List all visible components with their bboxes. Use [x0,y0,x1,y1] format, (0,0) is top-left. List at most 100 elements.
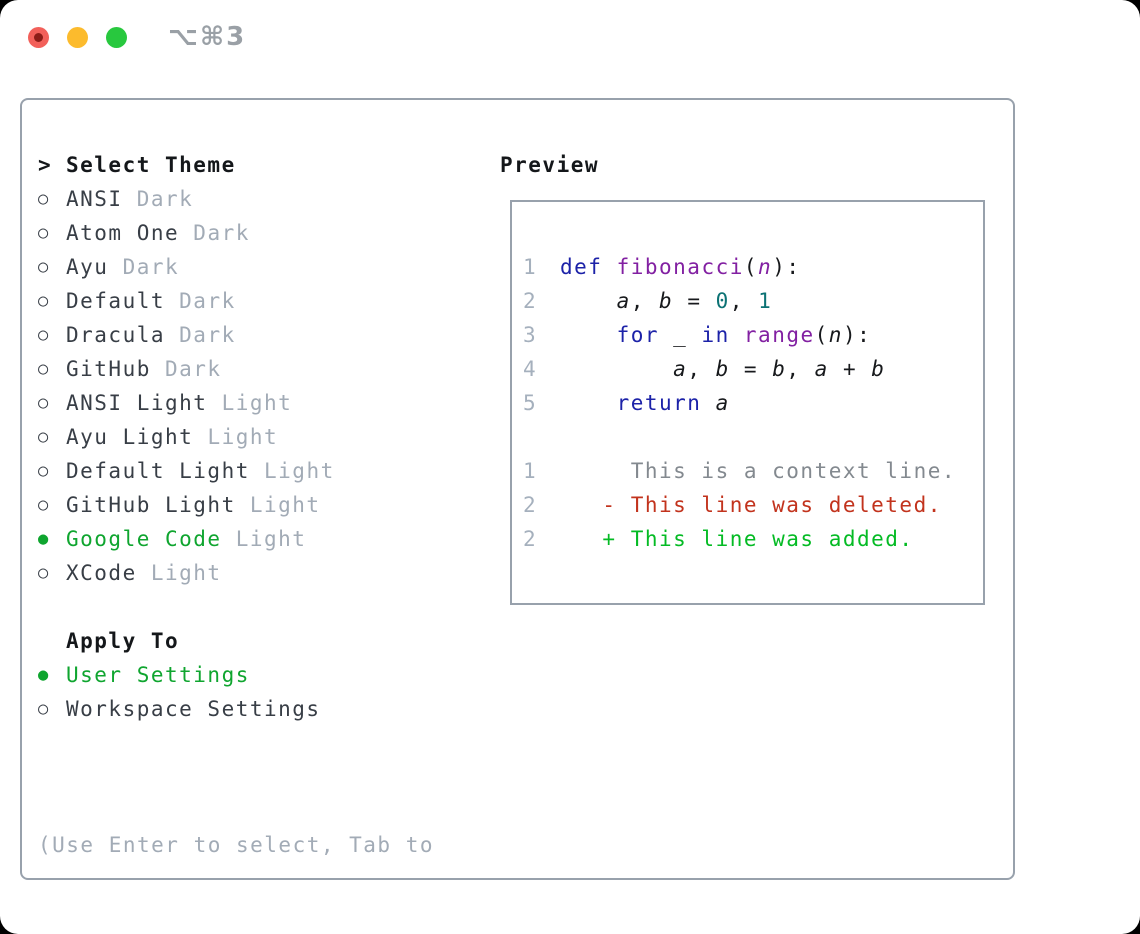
apply-to-header: Apply To [38,624,434,658]
code-token: , [786,357,815,381]
apply-option-workspace-settings[interactable]: ○Workspace Settings [38,692,434,726]
traffic-lights [28,27,127,48]
line-number: 2 [523,527,538,551]
theme-variant-label: Dark [122,187,194,211]
theme-picker-panel: > Select Theme ○ANSI Dark○Atom One Dark○… [20,98,1015,880]
code-line: 2 + This line was added. [523,522,983,556]
code-line: 5 return a [523,386,983,420]
option-label: GitHub Light [66,493,236,517]
option-label: User Settings [66,663,250,687]
radio-unselected-icon: ○ [38,257,50,277]
theme-option-github-light[interactable]: ○ GitHub Light Light [38,488,434,522]
theme-option-github[interactable]: ○GitHub Dark [38,352,434,386]
code-token: a [715,391,730,415]
code-token [560,352,673,386]
radio-unselected-icon: ○ [38,359,50,379]
hint-text: (Use Enter to select, Tab to change focu… [38,760,434,934]
option-label: Default [66,289,166,313]
theme-variant-label: Light [193,425,279,449]
radio-unselected-icon: ○ [38,427,50,447]
line-number: 5 [523,391,538,415]
line-number: 4 [523,357,538,381]
code-token: , [630,289,660,313]
theme-variant-label: Light [136,561,222,585]
code-token: , [687,357,716,381]
radio-selected-icon: ● [38,665,50,685]
option-label: Ayu [66,255,109,279]
spacer [38,726,434,760]
prompt-caret-icon: > [38,153,53,177]
code-token: 1 [758,289,773,313]
code-token: , [729,289,759,313]
option-label: XCode [66,561,137,585]
code-token [560,318,617,352]
code-token: fibonacci [616,255,744,279]
code-token: ): [772,255,801,279]
radio-unselected-icon: ○ [38,563,50,583]
option-label: ANSI [66,187,123,211]
code-line: 3 for _ in range(n): [523,318,983,352]
apply-to-title: Apply To [66,629,180,653]
blank-line [523,420,983,454]
code-token: n [758,255,773,279]
code-token: b [659,289,674,313]
apply-option-user-settings[interactable]: ● User Settings [38,658,434,692]
code-line: 4 a, b = b, a + b [523,352,983,386]
radio-unselected-icon: ○ [38,393,50,413]
theme-variant-label: Dark [165,289,236,313]
radio-selected-icon: ● [38,529,50,549]
close-dot-icon [34,33,43,42]
code-token: = [729,357,773,381]
code-line: 1 This is a context line. [523,454,983,488]
theme-option-default[interactable]: ○Default Dark [38,284,434,318]
preview-title: Preview [500,153,600,177]
code-token: range [743,323,815,347]
theme-option-default-light[interactable]: ○Default Light Light [38,454,434,488]
theme-variant-label: Dark [150,357,222,381]
code-token: b [715,357,730,381]
theme-option-xcode[interactable]: ○ XCode Light [38,556,434,590]
code-token: n [828,323,843,347]
preview-header: Preview [500,148,599,182]
radio-unselected-icon: ○ [38,325,50,345]
theme-option-dracula[interactable]: ○Dracula Dark [38,318,434,352]
code-token: ): [842,323,872,347]
option-label: Workspace Settings [66,697,321,721]
theme-option-ayu-light[interactable]: ○ Ayu Light Light [38,420,434,454]
theme-variant-label: Light [221,527,307,551]
code-token: ( [743,255,759,279]
code-token [560,386,617,420]
theme-option-google-code[interactable]: ●Google Code Light [38,522,434,556]
theme-option-ansi-light[interactable]: ○ANSI Light Light [38,386,434,420]
code-token: a [616,289,631,313]
line-number: 1 [523,255,538,279]
option-label: Ayu Light [66,425,194,449]
code-token: + [828,357,872,381]
option-label: Dracula [66,323,166,347]
theme-option-ansi[interactable]: ○ANSI Dark [38,182,434,216]
code-token: for [616,323,660,347]
option-label: Default Light [66,459,250,483]
line-number: 2 [523,289,538,313]
select-theme-header: > Select Theme [38,148,434,182]
theme-variant-label: Dark [108,255,180,279]
code-token [701,386,715,420]
maximize-button[interactable] [106,27,127,48]
apply-to-list: ● User Settings ○Workspace Settings [38,658,434,726]
window-title: ⌥⌘3 [168,22,247,52]
code-token: This is a context line. [560,459,957,483]
close-button[interactable] [28,27,49,48]
code-token: _ [659,323,702,347]
theme-option-atom-one[interactable]: ○Atom One Dark [38,216,434,250]
minimize-button[interactable] [67,27,88,48]
code-token: b [772,357,787,381]
theme-variant-label: Dark [179,221,250,245]
hint-line-2: change focus) [38,930,434,934]
option-label: ANSI Light [66,391,208,415]
code-token [560,284,617,318]
radio-unselected-icon: ○ [38,495,50,515]
theme-option-ayu[interactable]: ○ Ayu Dark [38,250,434,284]
theme-variant-label: Light [235,493,321,517]
